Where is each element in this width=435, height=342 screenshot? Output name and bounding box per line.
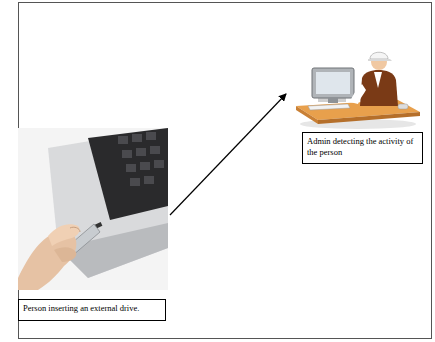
caption-text: Person inserting an external drive. [23,303,161,314]
illustration [288,44,423,134]
caption-text: Admin detecting the activity of the pers… [307,136,418,157]
admin-group: Admin detecting the activity of the pers… [288,44,425,164]
caption-box: Person inserting an external drive. [18,299,166,321]
illustration [18,128,168,294]
caption-box: Admin detecting the activity of the pers… [302,132,423,164]
arrow-connector [170,94,286,215]
usb-photo [18,128,168,290]
admin-illustration [288,44,423,130]
person-group: Person inserting an external drive. [18,128,168,321]
